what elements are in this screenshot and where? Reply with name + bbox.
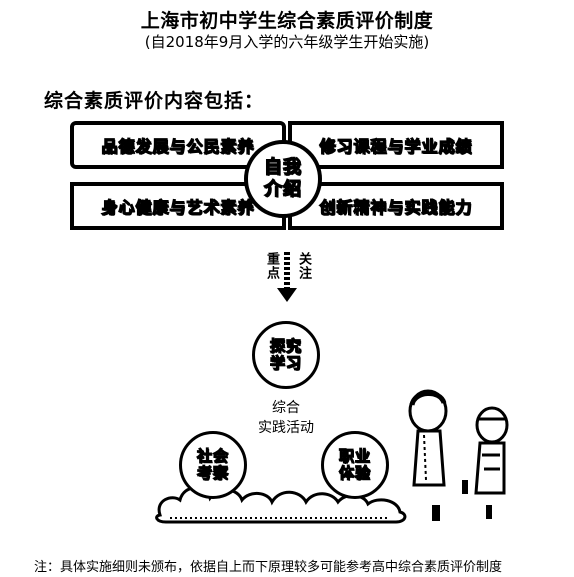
students-illustration-icon <box>408 389 509 521</box>
page-title: 上海市初中学生综合素质评价制度 <box>140 10 434 32</box>
quadrant-label: 创新精神与实践能力 <box>319 197 473 217</box>
center-line1: 自我 <box>263 156 302 178</box>
quadrant-academic-courses: 修习课程与学业成绩 <box>288 121 504 169</box>
comprehensive-practice-label: 综合 实践活动 <box>248 398 324 438</box>
activity-line2: 学习 <box>269 354 302 372</box>
quadrant-innovation-practice: 创新精神与实践能力 <box>288 182 504 230</box>
focus-arrow: 重点 关注 <box>262 250 312 310</box>
center-label-line1: 综合 <box>272 400 300 416</box>
down-arrow-icon <box>277 252 297 302</box>
quadrant-physical-arts: 身心健康与艺术素养 <box>70 182 286 230</box>
arrow-right-label: 关注 <box>296 252 311 280</box>
section-heading: 综合素质评价内容包括： <box>44 90 265 112</box>
activity-line1: 职业 <box>338 447 371 465</box>
activity-line1: 社会 <box>196 447 229 465</box>
social-investigation-circle: 社会 考察 <box>179 431 247 499</box>
career-experience-circle: 职业 体验 <box>321 431 389 499</box>
activity-line1: 探究 <box>269 337 302 355</box>
center-line2: 介绍 <box>263 178 302 200</box>
center-label-line2: 实践活动 <box>258 420 314 436</box>
page-subtitle: (自2018年9月入学的六年级学生开始实施) <box>144 33 430 51</box>
quadrant-label: 品德发展与公民素养 <box>101 136 255 156</box>
quadrant-moral-development: 品德发展与公民素养 <box>70 121 286 169</box>
activity-line2: 考察 <box>196 464 229 482</box>
quadrant-label: 身心健康与艺术素养 <box>101 197 255 217</box>
footnote: 注：具体实施细则未颁布，依据自上而下原理较多可能参考高中综合素质评价制度 <box>34 560 503 575</box>
activity-line2: 体验 <box>338 464 371 482</box>
arrow-left-label: 重点 <box>264 252 279 280</box>
inquiry-learning-circle: 探究 学习 <box>252 321 320 389</box>
self-introduction-circle: 自我 介绍 <box>244 140 322 218</box>
quadrant-label: 修习课程与学业成绩 <box>319 136 473 156</box>
